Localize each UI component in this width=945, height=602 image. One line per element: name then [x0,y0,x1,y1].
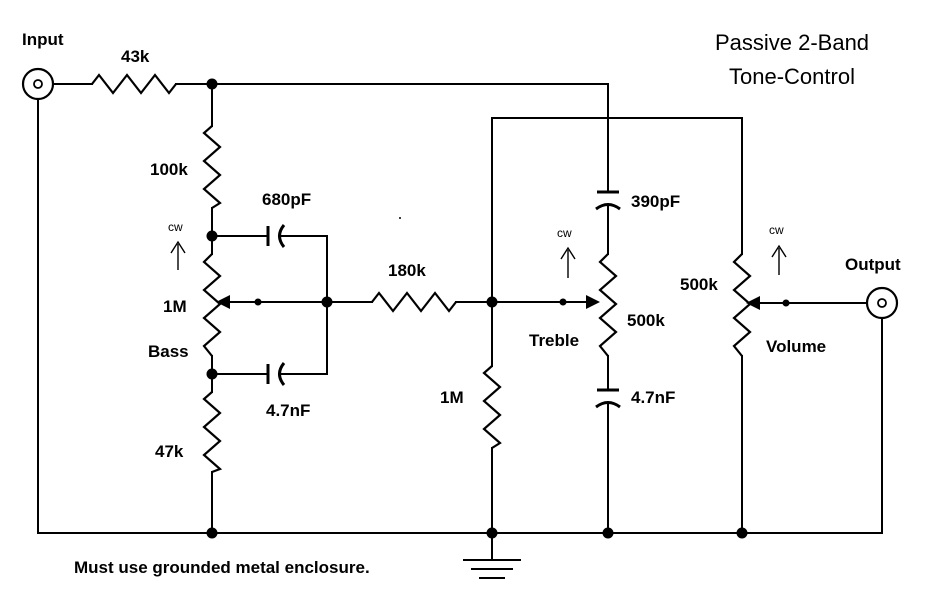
resistor-100k-label: 100k [150,160,188,179]
capacitor-680pF [266,224,286,248]
treble-pot-name: Treble [529,331,579,350]
treble-cw-label: cw [557,226,572,240]
stray-dot [399,217,401,219]
output-label: Output [845,255,901,274]
capacitor-390pF-label: 390pF [631,192,680,211]
capacitor-390pF [595,190,621,211]
resistor-1M-label: 1M [440,388,464,407]
volume-pot-value: 500k [680,275,718,294]
junction-dots [206,78,748,539]
resistor-43k [91,73,177,95]
resistor-180k [371,291,457,313]
bass-potentiometer [202,253,262,357]
volume-cw-indicator: cw [769,223,787,275]
bass-cw-indicator: cw [168,220,186,270]
treble-potentiometer [559,253,618,357]
capacitor-4.7nF-treble-label: 4.7nF [631,388,675,407]
resistor-47k-label: 47k [155,442,184,461]
volume-potentiometer [732,253,791,357]
bass-cw-label: cw [168,220,183,234]
capacitor-4.7nF-treble [595,388,621,409]
input-label: Input [22,30,64,49]
output-jack [865,286,899,320]
volume-pot-name: Volume [766,337,826,356]
resistor-1M-shunt [482,365,502,449]
resistor-43k-label: 43k [121,47,150,66]
wires [37,83,883,579]
title-line-1: Passive 2-Band [715,30,869,55]
resistor-100k [202,125,222,209]
input-jack [21,67,55,101]
volume-cw-label: cw [769,223,784,237]
resistor-180k-label: 180k [388,261,426,280]
bass-pot-value: 1M [163,297,187,316]
enclosure-note: Must use grounded metal enclosure. [74,558,370,577]
capacitor-4.7nF-bass-label: 4.7nF [266,401,310,420]
capacitor-680pF-label: 680pF [262,190,311,209]
treble-cw-indicator: cw [557,226,576,278]
resistor-47k [202,391,223,474]
bass-pot-name: Bass [148,342,189,361]
treble-pot-value: 500k [627,311,665,330]
capacitor-4.7nF-bass [266,362,286,386]
title-line-2: Tone-Control [729,64,855,89]
